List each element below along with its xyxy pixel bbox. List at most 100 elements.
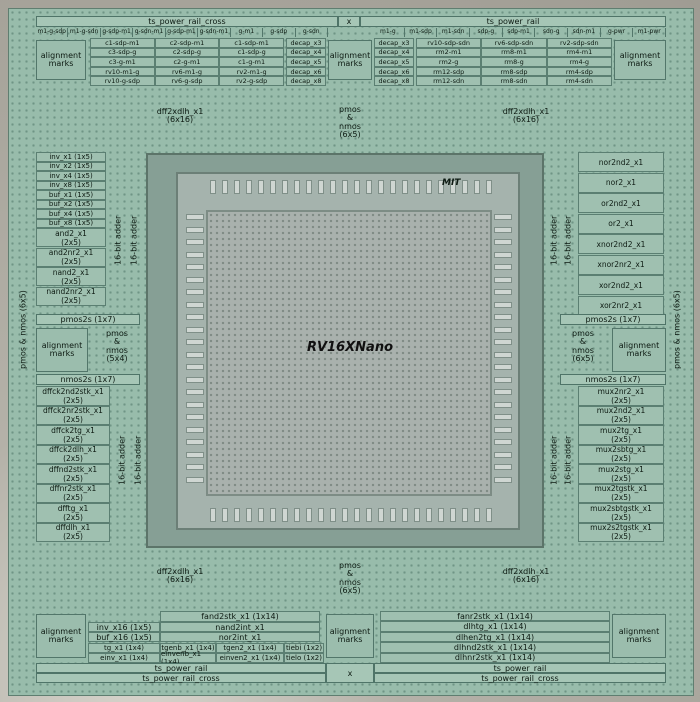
bond-pad (186, 451, 204, 458)
decap-cell: decap_x6 (374, 66, 414, 77)
cell-size: (2x5) (61, 296, 81, 305)
bond-pad (210, 508, 216, 522)
cell-label: pmos2s (1x7) (60, 315, 116, 324)
test-structure-cell: rm8-g (481, 57, 547, 67)
bond-pad (246, 508, 252, 522)
bond-pad (366, 508, 372, 522)
cell-name: dffnd2stk_x1 (48, 464, 98, 474)
cell-size: (2x5) (63, 454, 83, 464)
rail-label: ts_power_rail_cross (481, 673, 559, 683)
std-cell: dlhnd2stk_x1 (1x14) (380, 642, 610, 653)
rail-label: ts_power_rail_cross (142, 673, 220, 683)
bond-pad (186, 276, 204, 283)
side-pmos-nmos-left: pmos & nmos (6x5) (16, 230, 30, 430)
bond-pad (186, 439, 204, 445)
pmos-nmos-label: pmos&nmos(6x5) (339, 561, 361, 596)
test-structure-cell: rv6-m1-g (154, 66, 220, 77)
test-structure-cell: rv6-g-sdp (154, 76, 220, 86)
rail-label: ts_power_rail (486, 17, 540, 26)
bond-pad (494, 401, 512, 408)
tgenb-cell: tgenb_x1 (1x4) (160, 643, 216, 653)
bond-pad (494, 464, 512, 470)
dff2xdlh-bottom-left: dff2xdlh_x1(6x16) (120, 567, 240, 585)
std-cell: xnor2nd2_x1 (578, 234, 664, 254)
adder-label: 16-bit adder (129, 215, 139, 265)
test-structure-label: sdp-m1 (503, 28, 536, 37)
test-structure-label: g-m1 (231, 28, 264, 37)
test-structure-cell: rm4-sdp (546, 66, 612, 77)
cell-name: and2nr2_x1 (48, 248, 94, 257)
bond-pad (402, 180, 408, 194)
cell-size: (2x5) (611, 415, 631, 425)
top-x-cell: x (338, 16, 360, 27)
test-structure-label: m1-g-sdp (36, 28, 69, 37)
test-structure-cell: c1-g-m1 (219, 57, 284, 67)
bond-pad (318, 508, 324, 522)
test-structure-cell: c2-g-m1 (154, 57, 220, 67)
test-structure-label: g-sdn-m1 (198, 28, 231, 37)
pmos-nmos-label: pmos&nmos(6x5) (339, 105, 361, 140)
dff2xdlh-top-right: dff2xdlh_x1(6x16) (466, 107, 586, 125)
decap-cell: decap_x8 (286, 76, 326, 86)
nmos2s-left: nmos2s (1x7) (36, 374, 140, 385)
bond-pad (494, 414, 512, 420)
cell-size: (6x16) (512, 575, 540, 585)
std-cell: mux2s2tgstk_x1(2x5) (578, 522, 664, 542)
tg-cell: tg_x1 (1x4) (88, 643, 160, 653)
bond-pad (402, 508, 408, 522)
test-structure-cell: c3-sdp-g (90, 47, 155, 58)
adder-label: 16-bit adder (549, 435, 559, 485)
pmos-nmos-right: pmos&nmos(6x5) (560, 329, 606, 364)
test-structure-cell: rv10-g-sdp (90, 76, 155, 86)
test-structure-cell: rm12-sdp (416, 66, 482, 77)
cell-size: (2x5) (611, 532, 631, 542)
bond-pad (390, 180, 396, 194)
decap-cell: decap_x5 (286, 57, 326, 67)
std-cell: buf_x8 (1x5) (36, 218, 106, 228)
adder-label: 16-bit adder (563, 435, 573, 485)
bond-pad (186, 251, 204, 258)
nmos2s-right: nmos2s (1x7) (560, 374, 666, 385)
test-structure-cell: c1-sdp-g (219, 47, 284, 58)
test-structure-label: sdn-g (535, 28, 569, 37)
bond-pad (306, 508, 312, 522)
nand2int-cell: nand2int_x1 (160, 622, 320, 632)
alignment-label: alignment marks (618, 340, 660, 358)
cell-name: dfftg_x1 (57, 503, 89, 513)
bond-pad (186, 364, 204, 370)
std-cell: nor2nd2_x1 (578, 152, 664, 172)
adder-left-upper-b: 16-bit adder (128, 200, 140, 280)
alignment-marks-right: alignment marks (612, 328, 666, 372)
test-structure-cell: rm8-sdn (481, 76, 547, 86)
test-structure-cell: rv2-sdp-sdn (546, 38, 612, 48)
side-pmos-nmos-right: pmos & nmos (6x5) (670, 230, 684, 430)
tgen2-cell: tgen2_x1 (1x4) (216, 643, 284, 653)
test-structure-label: m1-g-sdn (68, 28, 101, 37)
test-structure-cell: rm8-m1 (481, 47, 547, 58)
cell-size: (2x5) (611, 493, 631, 503)
cell-size: (2x5) (63, 532, 83, 542)
cell-size: (2x5) (61, 257, 81, 266)
cell-size: (2x5) (63, 473, 83, 483)
bond-pad (494, 351, 512, 358)
std-cell: dlhtg_x1 (1x14) (380, 621, 610, 632)
bond-pad (222, 180, 228, 194)
test-structure-label: sdp-g (470, 28, 503, 37)
std-cell: mux2stg_x1(2x5) (578, 464, 664, 484)
bond-pad (282, 180, 288, 194)
test-structure-cell: rm4-sdn (546, 76, 612, 86)
cell-size: (2x5) (63, 415, 83, 425)
bond-pad (258, 508, 264, 522)
adder-label: 16-bit adder (117, 435, 127, 485)
bond-pad (186, 476, 204, 483)
decap-cell: decap_x3 (374, 38, 414, 48)
test-structure-cell: rm2-g (416, 57, 482, 67)
bottom-power-rail-left: ts_power_rail (36, 663, 326, 673)
bond-pad (186, 301, 204, 308)
std-cell: dfftg_x1(2x5) (36, 503, 110, 523)
test-structure-cell: rm8-sdp (481, 66, 547, 77)
test-structure-cell: rv6-sdp-sdn (481, 38, 547, 48)
bond-pad (186, 264, 204, 270)
